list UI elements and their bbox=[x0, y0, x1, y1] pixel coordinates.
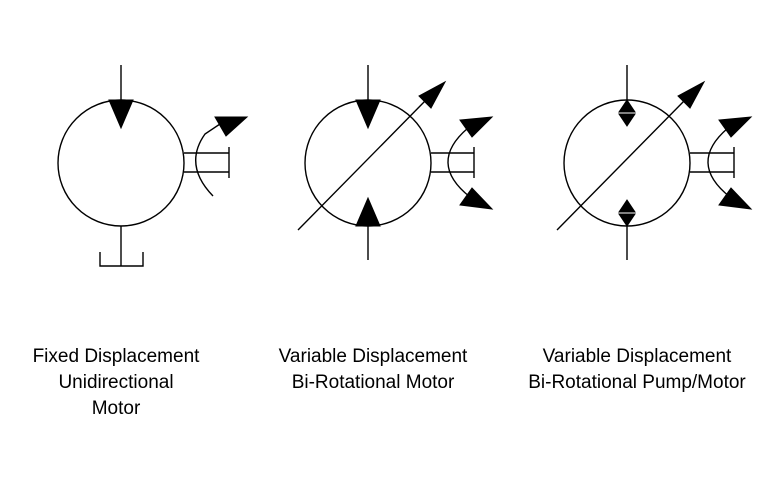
rotation-arrowhead-up-icon bbox=[459, 116, 494, 138]
rotation-arc-bidirectional bbox=[707, 127, 731, 198]
rotation-arc-bidirectional bbox=[447, 127, 471, 198]
rotation-arc bbox=[195, 123, 221, 197]
variable-arrowhead-icon bbox=[418, 80, 447, 109]
variable-displacement-pump-motor-symbol bbox=[556, 65, 753, 260]
flow-triangle-bottom-outward bbox=[618, 213, 636, 227]
flow-triangle-top-inward bbox=[618, 113, 636, 127]
caption-variable-displacement-motor: Variable Displacement Bi-Rotational Moto… bbox=[262, 344, 484, 396]
flow-triangle-bottom-inward bbox=[618, 199, 636, 213]
caption-line: Unidirectional bbox=[58, 372, 174, 393]
variable-arrowhead-icon bbox=[677, 80, 706, 109]
rotation-arrowhead-icon bbox=[214, 116, 249, 137]
variable-displacement-bi-rotational-motor-symbol bbox=[297, 65, 494, 260]
rotation-arrowhead-up-icon bbox=[718, 116, 753, 138]
fixed-displacement-motor-symbol bbox=[57, 65, 249, 267]
caption-line: Fixed Displacement bbox=[32, 346, 200, 367]
caption-variable-displacement-pump-motor: Variable Displacement Bi-Rotational Pump… bbox=[512, 344, 762, 396]
flow-triangle-bottom-inward bbox=[355, 196, 381, 227]
flow-direction-triangle-inward bbox=[108, 99, 134, 130]
rotation-arrowhead-down-icon bbox=[459, 187, 494, 210]
caption-line: Variable Displacement bbox=[542, 346, 732, 367]
caption-line: Bi-Rotational Motor bbox=[291, 372, 455, 393]
caption-fixed-displacement-motor: Fixed Displacement Unidirectional Motor bbox=[10, 344, 222, 422]
variable-displacement-arrow-line bbox=[556, 99, 686, 231]
flow-triangle-top-outward bbox=[618, 99, 636, 113]
caption-line: Variable Displacement bbox=[278, 346, 468, 367]
flow-triangle-top-inward bbox=[355, 99, 381, 130]
tank-symbol bbox=[99, 252, 144, 267]
caption-line: Bi-Rotational Pump/Motor bbox=[528, 372, 746, 393]
caption-line: Motor bbox=[91, 398, 141, 419]
variable-displacement-arrow-line bbox=[297, 99, 427, 231]
rotation-arrowhead-down-icon bbox=[718, 187, 753, 210]
